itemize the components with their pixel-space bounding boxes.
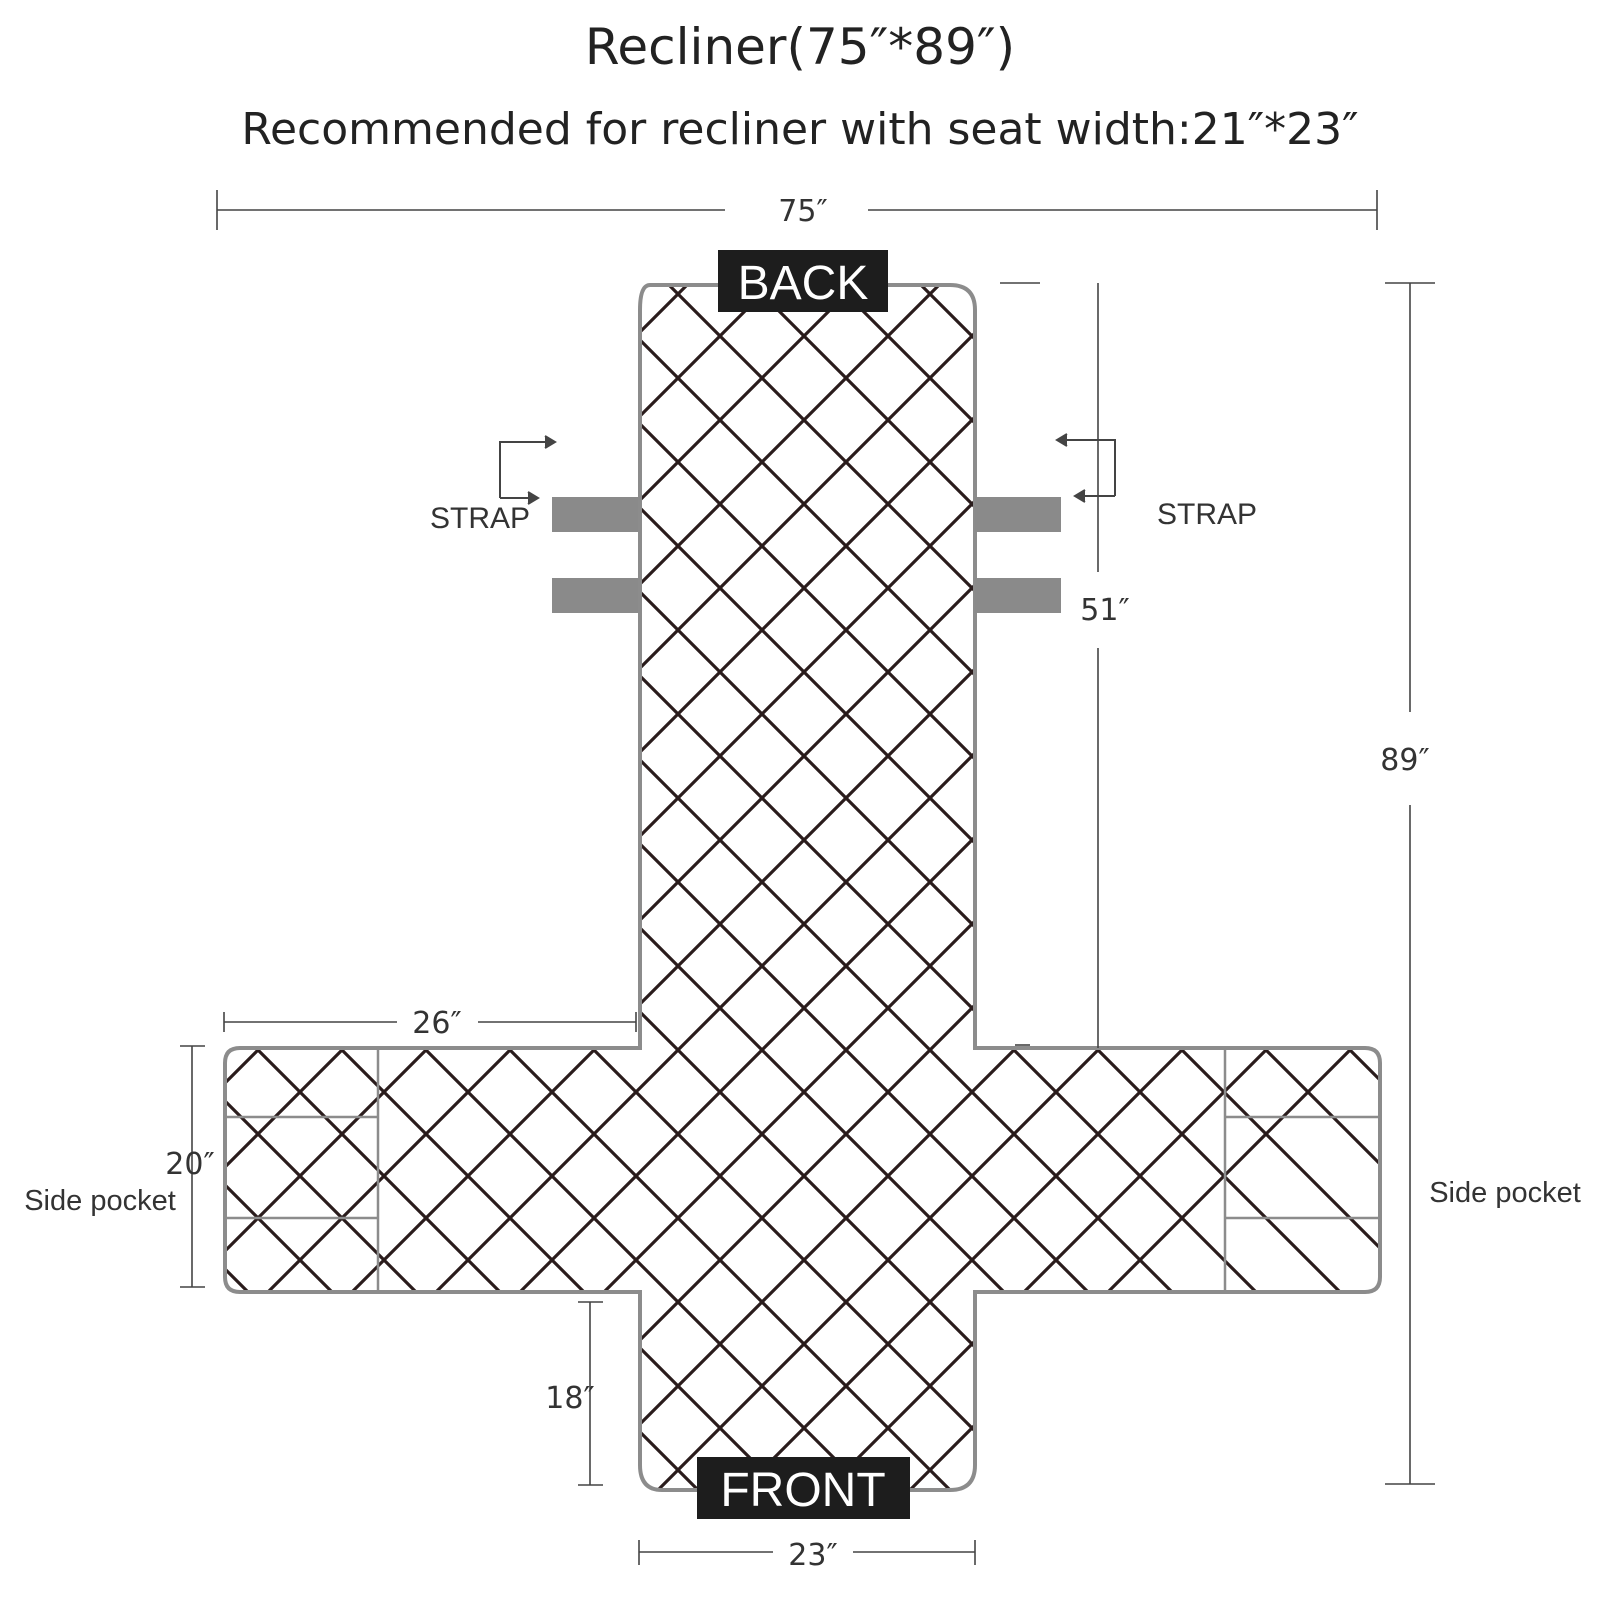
strap-label-right: STRAP bbox=[1157, 498, 1257, 531]
side-pocket-label-left: Side pocket bbox=[24, 1185, 176, 1217]
strap-right-arrow-icon bbox=[1055, 433, 1116, 503]
dim-total-length bbox=[1385, 282, 1435, 1485]
cover-outline bbox=[223, 283, 1382, 1492]
dim-total-width-label: 75″ bbox=[778, 194, 827, 229]
dim-seat-width bbox=[638, 1540, 976, 1565]
quilt-line bbox=[970, 285, 1380, 1490]
quilt-line bbox=[225, 285, 1226, 1490]
quilt-line bbox=[0, 0, 136, 1600]
quilt-line bbox=[0, 0, 48, 1600]
dim-arm-length bbox=[223, 1012, 637, 1032]
quilt-line bbox=[0, 0, 52, 1600]
side-pocket-label-right: Side pocket bbox=[1429, 1177, 1581, 1209]
quilt-line bbox=[225, 285, 638, 1490]
front-tag bbox=[697, 1457, 910, 1519]
dim-total-width bbox=[216, 190, 1378, 230]
back-tag bbox=[718, 250, 888, 312]
quilt-line bbox=[225, 285, 390, 1490]
quilt-line bbox=[225, 285, 1230, 1490]
dim-total-length-label: 89″ bbox=[1380, 743, 1429, 778]
quilt-line bbox=[225, 285, 642, 1490]
quilt-line bbox=[378, 285, 1380, 1490]
quilt-line bbox=[886, 285, 1380, 1490]
quilt-line bbox=[225, 285, 978, 1490]
quilt-line bbox=[225, 285, 474, 1490]
quilt-line bbox=[1392, 0, 1600, 1600]
strap-right-upper bbox=[975, 497, 1061, 532]
quilt-line bbox=[1476, 0, 1600, 1600]
quilt-line bbox=[0, 0, 220, 1600]
quilt-line bbox=[1560, 0, 1600, 1600]
quilt-line bbox=[225, 285, 726, 1490]
dim-arm-length-label: 26″ bbox=[412, 1006, 461, 1041]
strap-left-lower bbox=[552, 578, 638, 613]
page-title: Recliner(75″*89″) bbox=[584, 18, 1016, 76]
page-subtitle: Recommended for recliner with seat width… bbox=[241, 104, 1359, 155]
quilt-line bbox=[225, 285, 386, 1490]
quilt-line bbox=[382, 285, 1380, 1490]
quilt-line bbox=[225, 285, 306, 1490]
strap-right-lower bbox=[975, 578, 1061, 613]
quilt-line bbox=[225, 285, 722, 1490]
quilt-line bbox=[1054, 285, 1380, 1490]
dim-arm-width bbox=[180, 1045, 205, 1288]
dim-arm-width-label: 20″ bbox=[165, 1147, 214, 1182]
back-label: BACK bbox=[738, 257, 869, 310]
quilt-line bbox=[225, 285, 1380, 1490]
dim-front-length bbox=[578, 1301, 603, 1486]
strap-label-left: STRAP bbox=[430, 502, 530, 535]
pocket-seams bbox=[225, 1048, 1380, 1292]
quilt-line bbox=[225, 285, 554, 1490]
quilt-line bbox=[225, 285, 1380, 1490]
dim-back-length-label: 51″ bbox=[1080, 593, 1129, 628]
quilt-line bbox=[630, 285, 1380, 1490]
quilt-line bbox=[0, 0, 216, 1600]
quilt-line bbox=[225, 285, 470, 1490]
quilt-line bbox=[1222, 285, 1380, 1490]
dim-front-length-label: 18″ bbox=[545, 1381, 594, 1416]
quilt-line bbox=[1306, 285, 1380, 1490]
quilt-line bbox=[466, 285, 1380, 1490]
cover-fill bbox=[225, 285, 1380, 1490]
quilt-line bbox=[1138, 285, 1380, 1490]
quilt-line bbox=[225, 285, 558, 1490]
dim-back-length bbox=[1000, 282, 1099, 1048]
strap-left-arrow-icon bbox=[499, 435, 557, 505]
quilt-line bbox=[0, 0, 132, 1600]
quilt-line bbox=[462, 285, 1380, 1490]
quilt-line bbox=[225, 285, 302, 1490]
strap-left-upper bbox=[552, 497, 638, 532]
dim-seat-width-label: 23″ bbox=[788, 1538, 837, 1573]
front-label: FRONT bbox=[720, 1464, 885, 1517]
quilt-line bbox=[225, 285, 1380, 1490]
